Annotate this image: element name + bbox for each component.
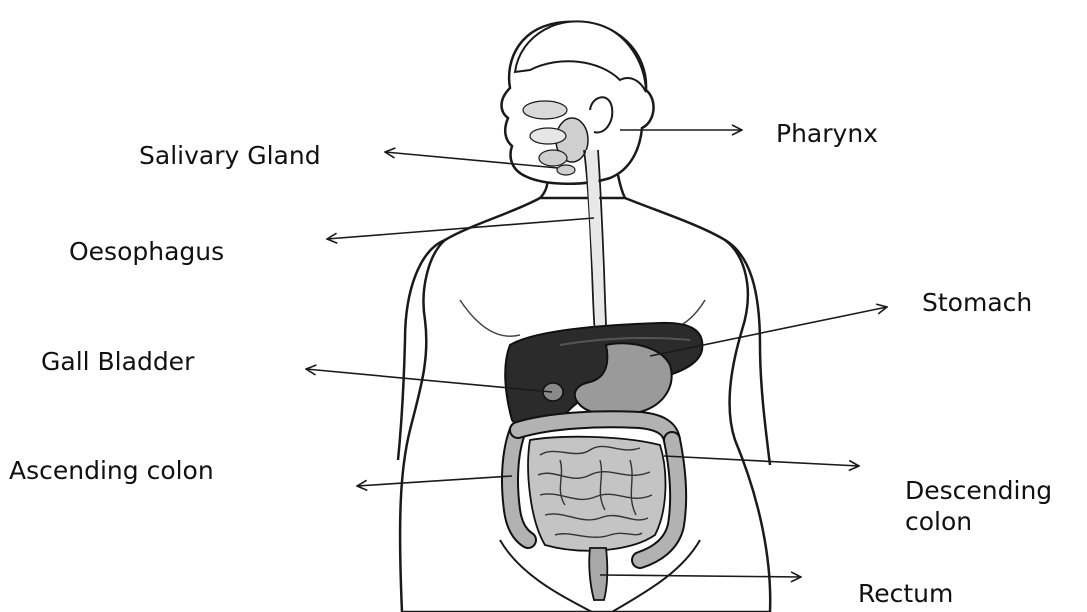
sublingual-gland [539,150,567,166]
salivary-gland-label: Salivary Gland [139,140,321,171]
pharynx-label: Pharynx [776,118,878,149]
oesophagus-label: Oesophagus [69,236,224,267]
stomach-label: Stomach [922,287,1032,318]
submandibular-gland [557,165,575,175]
descending-colon-label: Descending colon [905,475,1080,537]
nasal-cavity [523,101,567,119]
tongue [530,128,566,144]
ascending-colon-label: Ascending colon [9,455,214,486]
rectum-shape [589,548,607,600]
gall-bladder-label: Gall Bladder [41,346,194,377]
rectum-label: Rectum [858,578,953,609]
